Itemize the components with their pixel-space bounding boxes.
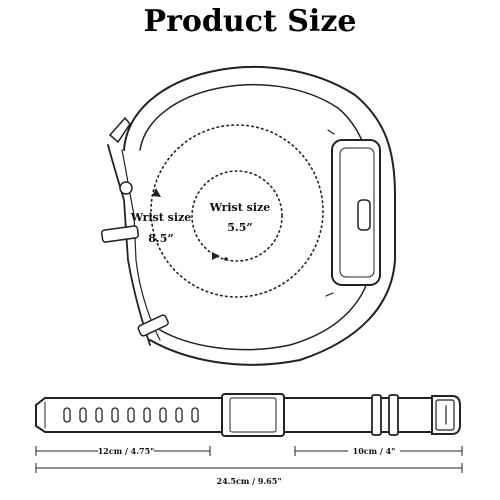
outer-wrist-value: 8.5” xyxy=(148,232,173,245)
flat-band xyxy=(35,393,461,437)
left-strap-length: 12cm / 4.75" xyxy=(98,446,155,456)
curved-band xyxy=(100,66,396,366)
outer-arrow-icon xyxy=(152,188,161,197)
inner-wrist-label: Wrist size xyxy=(209,201,271,214)
total-length: 24.5cm / 9.65" xyxy=(217,476,282,486)
inner-wrist-circle xyxy=(191,170,283,262)
right-strap-length: 10cm / 4" xyxy=(353,446,396,456)
page-title: Product Size xyxy=(143,4,357,39)
wrist-circles xyxy=(150,124,324,298)
inner-arrow-icon xyxy=(212,252,220,260)
inner-wrist-value: 5.5” xyxy=(227,221,252,234)
outer-wrist-label: Wrist size xyxy=(130,211,192,224)
outer-wrist-circle xyxy=(150,124,324,298)
